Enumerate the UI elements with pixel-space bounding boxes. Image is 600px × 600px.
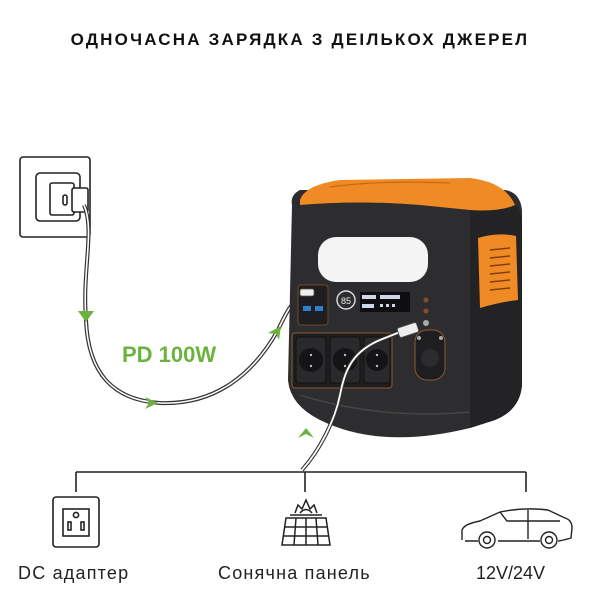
wall-charger-icon	[19, 156, 91, 238]
usb-plug-icon	[299, 288, 315, 297]
cable-power-label: PD 100W	[122, 342, 217, 367]
pd-cable	[82, 204, 307, 406]
dc-socket-icon	[52, 496, 100, 548]
flow-arrow-icons	[78, 311, 314, 438]
diagram-title: ОДНОЧАСНА ЗАРЯДКА З ДЕІЛЬКОХ ДЖЕРЕЛ	[70, 30, 530, 49]
source-label-dc-adapter: DC адаптер	[18, 563, 130, 583]
solar-panel-icon	[281, 498, 331, 546]
source-label-solar-panel: Сонячна панель	[218, 563, 371, 583]
svg-text:85: 85	[341, 296, 351, 306]
power-station-image: 85	[288, 178, 522, 438]
source-bracket	[75, 471, 527, 492]
source-label-car: 12V/24V	[476, 563, 546, 583]
car-icon	[461, 508, 573, 549]
dc-cable	[300, 322, 419, 472]
